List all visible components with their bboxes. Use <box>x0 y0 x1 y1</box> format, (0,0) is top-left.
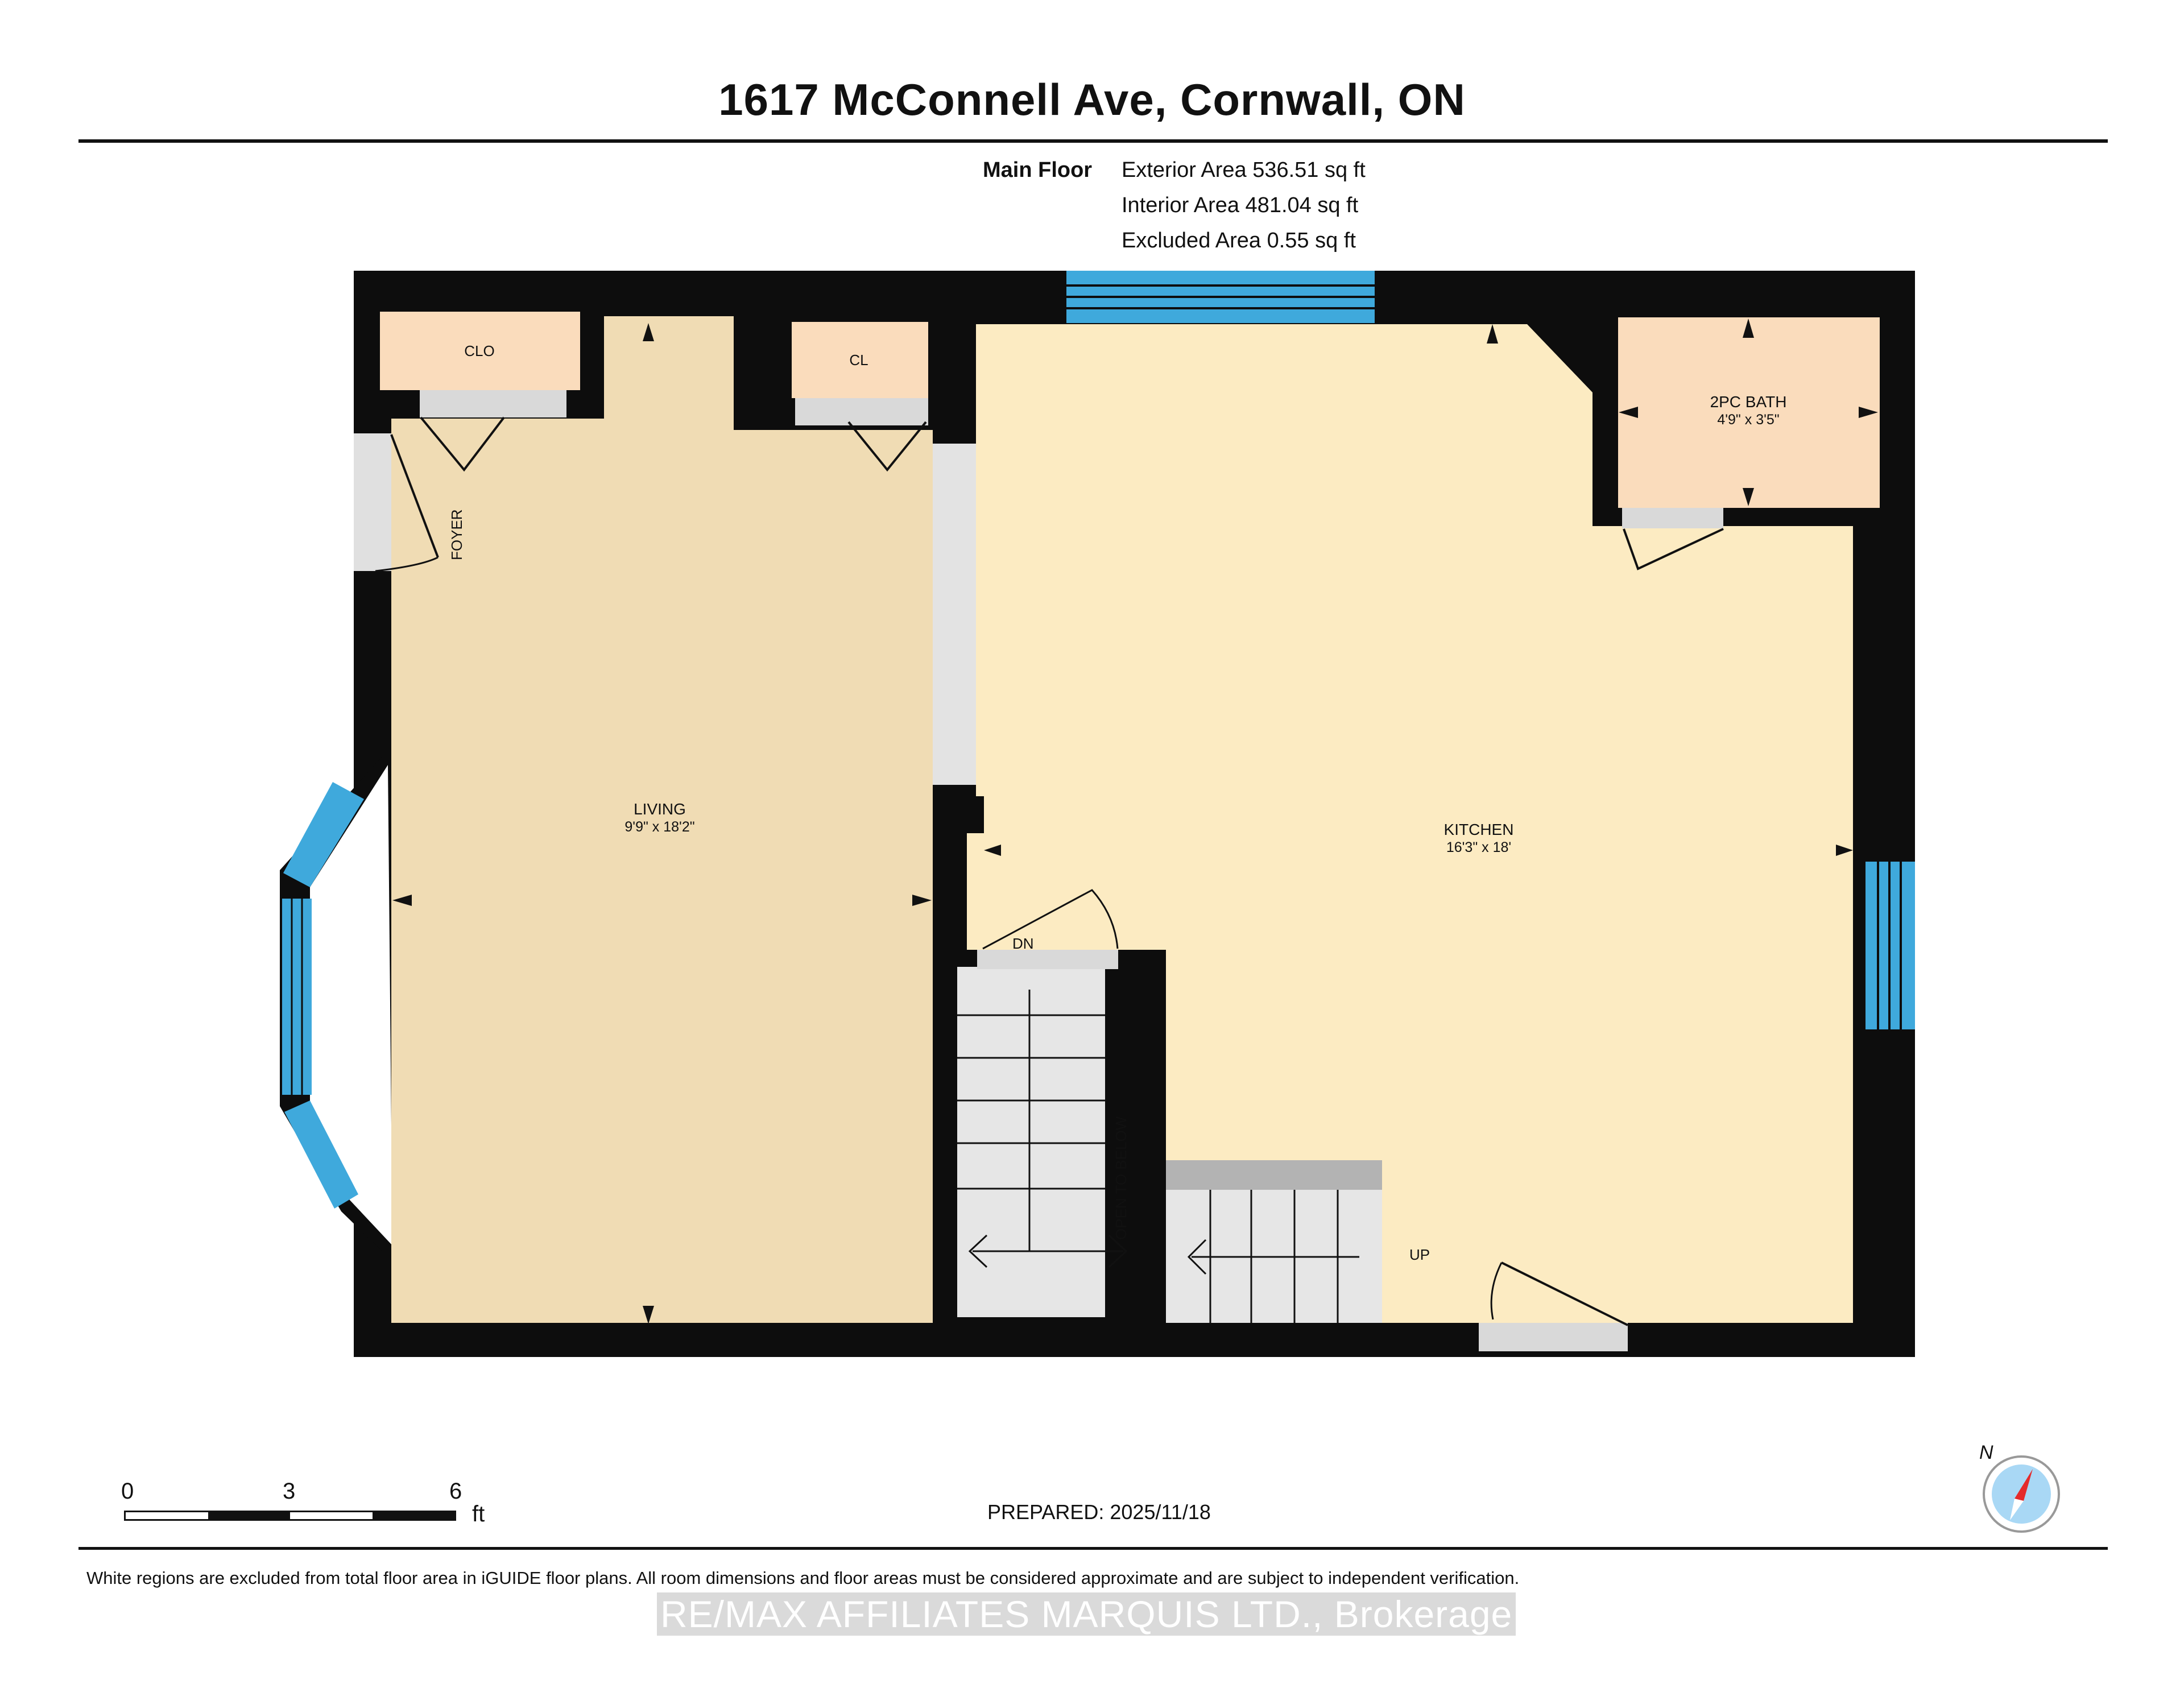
prepared-date: PREPARED: 2025/11/18 <box>987 1500 1211 1524</box>
cl-floor <box>792 322 928 398</box>
scale-bar <box>124 1511 456 1521</box>
page-title: 1617 McConnell Ave, Cornwall, ON <box>718 75 1466 125</box>
clo-floor <box>380 312 580 390</box>
bath-door <box>1622 508 1723 528</box>
bath-floor <box>1618 317 1880 508</box>
bay-window-lower <box>284 1100 358 1209</box>
living-label: LIVING <box>634 800 686 818</box>
open-to-below-label: OPEN TO BELOW <box>1112 1116 1130 1240</box>
title-divider <box>78 139 2108 143</box>
interior-area: Interior Area 481.04 sq ft <box>1122 193 1359 217</box>
watermark: RE/MAX AFFILIATES MARQUIS LTD., Brokerag… <box>657 1592 1516 1636</box>
foyer-door-opening <box>354 433 391 571</box>
living-floor <box>391 316 933 1323</box>
dimension-arrows <box>392 318 1878 1324</box>
kitchen-exterior-door <box>1479 1323 1628 1351</box>
kitchen-label: KITCHEN <box>1444 821 1514 838</box>
stairs-down <box>957 967 1105 1317</box>
bay-excluded-area <box>310 765 392 1246</box>
living-kitchen-opening <box>933 444 976 785</box>
kitchen-dims: 16'3" x 18' <box>1446 839 1511 855</box>
disclaimer: White regions are excluded from total fl… <box>86 1568 1520 1588</box>
bay-window-upper <box>283 782 364 887</box>
scale-unit: ft <box>472 1501 485 1526</box>
excluded-area: Excluded Area 0.55 sq ft <box>1122 229 1356 253</box>
scale-tick-0: 0 <box>121 1479 134 1504</box>
living-dims: 9'9" x 18'2" <box>624 819 694 835</box>
cl-door <box>795 398 928 425</box>
bay-window-middle <box>282 899 312 1095</box>
footer-divider <box>78 1547 2108 1550</box>
clo-label: CLO <box>464 342 494 359</box>
compass-label: N <box>1979 1442 1993 1463</box>
clo-door <box>420 390 566 417</box>
cl-label: CL <box>849 351 868 369</box>
scale-tick-3: 3 <box>283 1479 296 1504</box>
bath-label: 2PC BATH <box>1710 393 1787 411</box>
compass-icon <box>1983 1455 2060 1533</box>
stairs-up-label: UP <box>1409 1246 1430 1263</box>
stairs-down-label: DN <box>1012 935 1034 952</box>
floor-name: Main Floor <box>983 158 1093 182</box>
kitchen-floor <box>967 324 1853 1323</box>
bath-dims: 4'9" x 3'5" <box>1717 412 1779 428</box>
foyer-label: FOYER <box>448 509 465 560</box>
exterior-area: Exterior Area 536.51 sq ft <box>1122 158 1366 182</box>
scale-tick-6: 6 <box>449 1479 462 1504</box>
